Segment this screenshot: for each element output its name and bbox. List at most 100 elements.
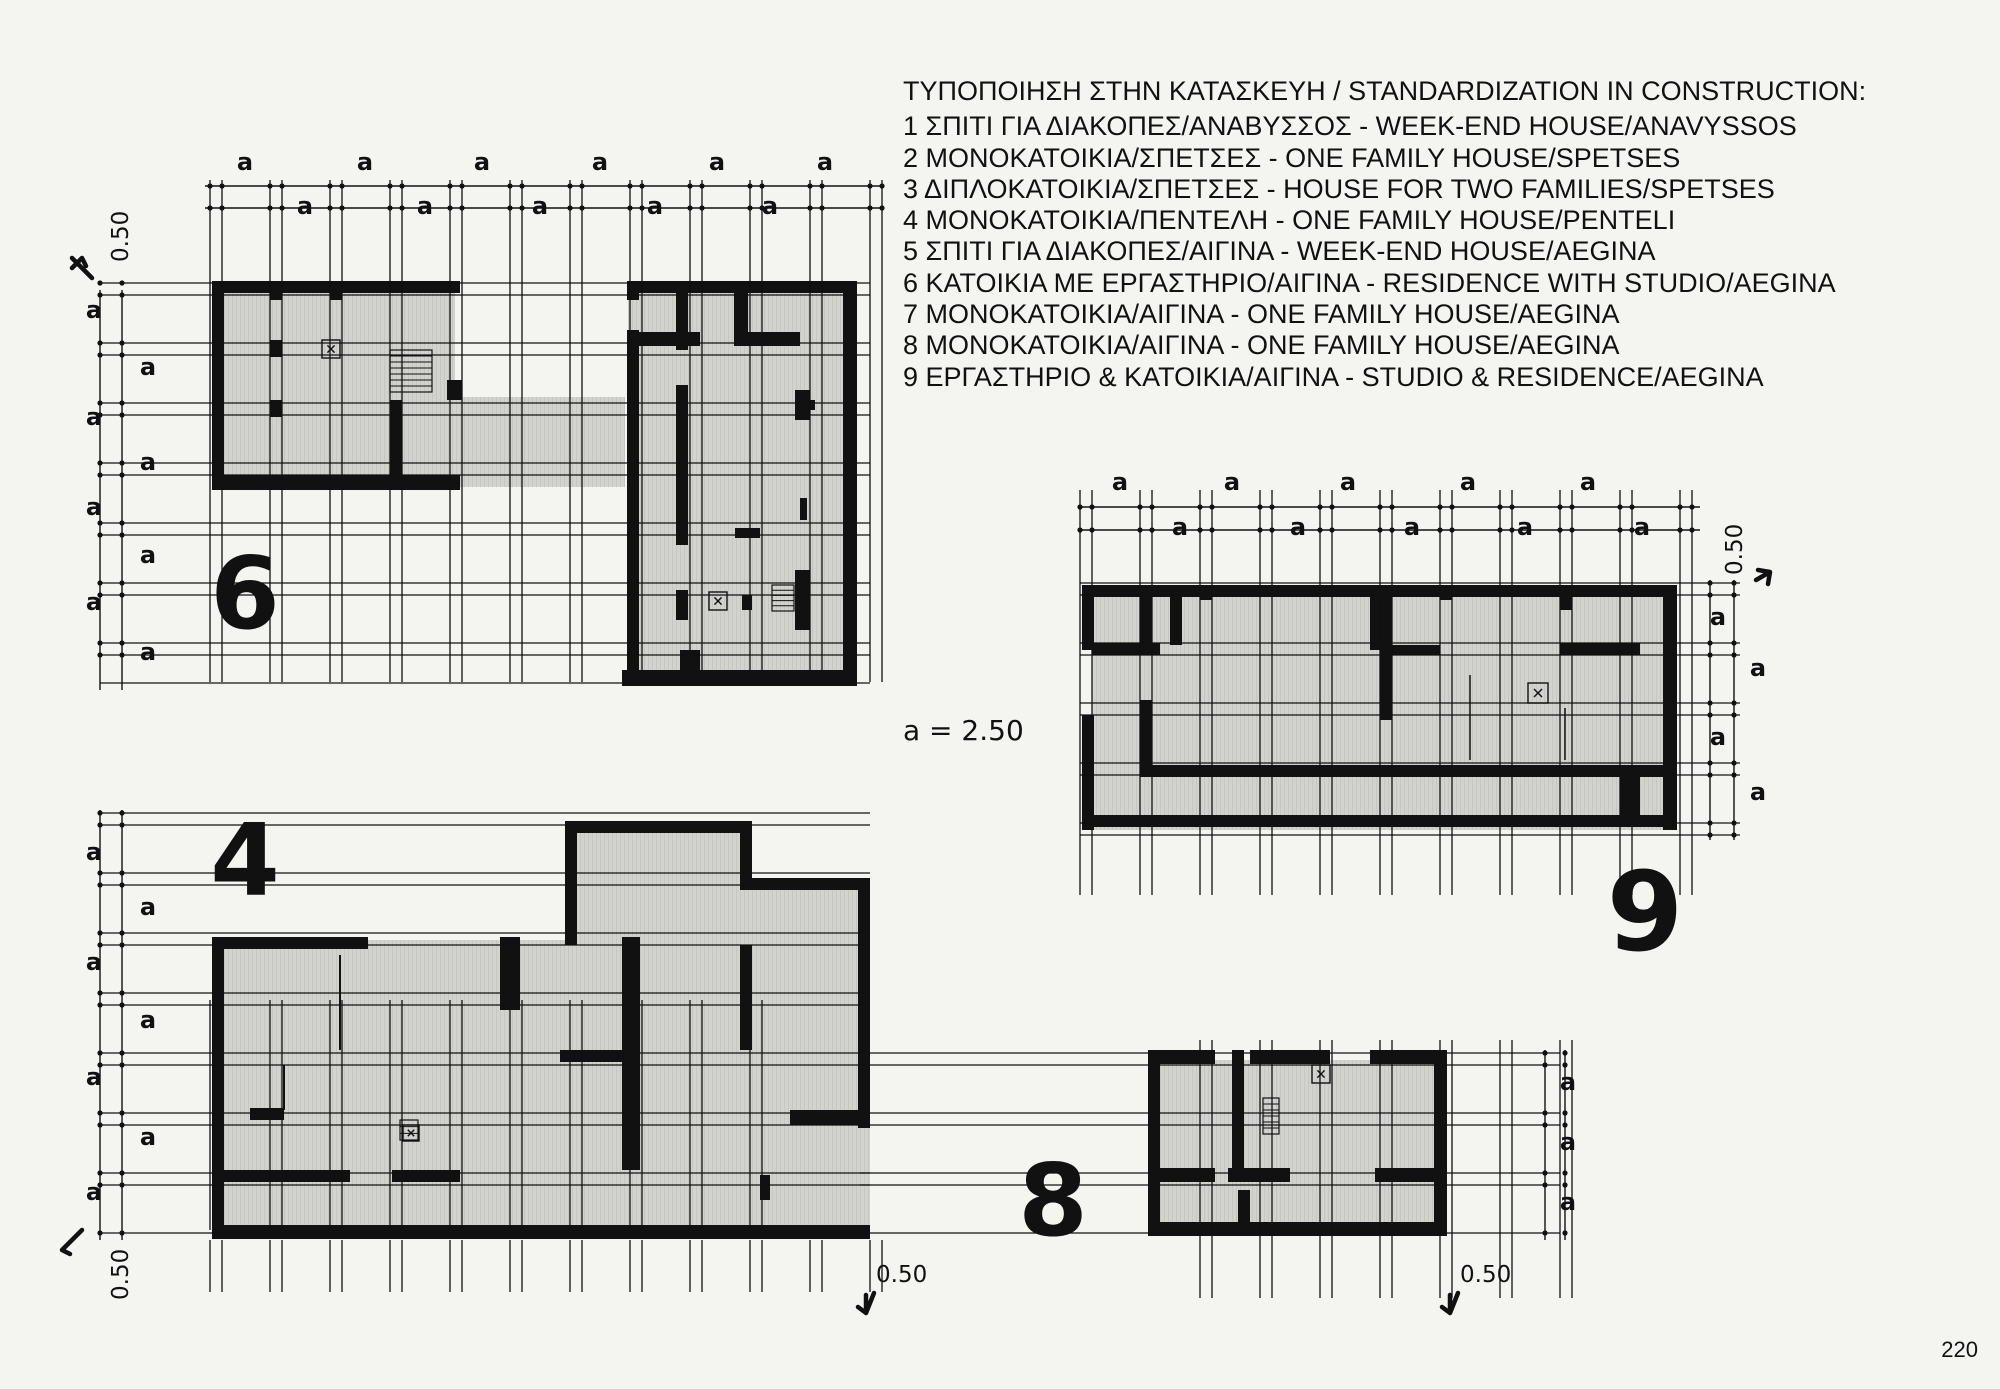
dimension-tick	[119, 1230, 125, 1236]
wall	[1148, 1050, 1160, 1235]
dimension-tick	[579, 205, 585, 211]
dimension-tick	[119, 1122, 125, 1128]
dimension-tick	[747, 183, 753, 189]
dimension-tick	[327, 183, 333, 189]
dimension-tick	[1562, 1062, 1568, 1068]
plan-details	[283, 339, 1566, 1142]
legend-item-8: 8 ΜΟΝΟΚΑΤΟΙΚΙΑ/ΑΙΓΙΝΑ - ONE FAMILY HOUSE…	[903, 330, 1620, 361]
wall	[740, 878, 870, 890]
dimension-tick	[1542, 1122, 1548, 1128]
floor-upper-right	[750, 880, 870, 945]
wall	[770, 675, 800, 686]
dimension-tick	[119, 1062, 125, 1068]
dimension-tick	[1542, 1110, 1548, 1116]
dimension-tick	[819, 205, 825, 211]
dimension-tick	[1707, 592, 1713, 598]
dimension-tick	[119, 810, 125, 816]
wall	[1375, 1168, 1445, 1182]
dimension-tick	[1629, 527, 1635, 533]
module-label: a	[86, 1178, 102, 1206]
legend-item-9: 9 ΕΡΓΑΣΤΗΡΙΟ & ΚΑΤΟΙΚΙΑ/ΑΙΓΙΝΑ - STUDIO …	[903, 361, 1764, 392]
dimension-tick	[567, 205, 573, 211]
dimension-tick	[267, 205, 273, 211]
wall	[212, 937, 350, 949]
module-label: a	[1560, 1128, 1576, 1156]
module-label: a	[1517, 513, 1533, 541]
module-label: a	[1112, 468, 1128, 496]
dimension-tick	[119, 472, 125, 478]
wall	[1620, 770, 1640, 825]
dimension-tick	[339, 183, 345, 189]
dimension-tick	[1707, 760, 1713, 766]
dimension-tick	[879, 205, 885, 211]
dimension-tick	[1542, 1050, 1548, 1056]
module-label: a	[647, 192, 663, 220]
dimension-tick	[97, 1050, 103, 1056]
wall	[390, 400, 402, 490]
wall	[447, 380, 462, 400]
dimension-tick	[1617, 527, 1623, 533]
wall	[1082, 585, 1094, 650]
wall	[734, 332, 800, 346]
dimension-tick	[699, 205, 705, 211]
dimension-tick	[1137, 504, 1143, 510]
dimension-tick	[399, 183, 405, 189]
dimension-tick	[1317, 527, 1323, 533]
wall	[560, 1050, 640, 1062]
offset-arrow	[59, 1227, 85, 1257]
wall	[760, 1175, 770, 1200]
wall	[1370, 585, 1392, 650]
walls	[212, 281, 1677, 1239]
wall	[734, 281, 748, 346]
module-label: a	[86, 948, 102, 976]
dimension-tick	[1707, 820, 1713, 826]
module-grid	[100, 180, 1740, 1298]
floor-main	[222, 940, 870, 1230]
module-definition: a = 2.50	[903, 714, 1024, 747]
wall	[500, 937, 520, 1010]
shaft-box	[1527, 682, 1549, 704]
dimension-tick	[119, 942, 125, 948]
dimension-tick	[119, 352, 125, 358]
wall	[212, 281, 224, 490]
wall	[1200, 585, 1212, 600]
module-label: a	[762, 192, 778, 220]
dimension-tick	[1149, 504, 1155, 510]
shaft-box	[402, 1124, 420, 1142]
dimension-tick	[119, 292, 125, 298]
dimension-tick	[1257, 527, 1263, 533]
dimension-tick	[1437, 504, 1443, 510]
module-label: a	[86, 493, 102, 521]
dimension-tick	[97, 1230, 103, 1236]
dimension-tick	[1562, 1050, 1568, 1056]
dimension-tick	[867, 205, 873, 211]
dimension-tick	[97, 1170, 103, 1176]
dimension-tick	[1329, 527, 1335, 533]
module-label: a	[1172, 513, 1188, 541]
legend-item-3: 3 ΔΙΠΛΟΚΑΤΟΙΚΙΑ/ΣΠΕΤΣΕΣ - HOUSE FOR TWO …	[903, 173, 1775, 204]
legend-item-6: 6 ΚΑΤΟΙΚΙΑ ΜΕ ΕΡΓΑΣΤΗΡΙΟ/ΑΙΓΙΝΑ - RESIDE…	[903, 267, 1836, 298]
module-label: a	[1750, 654, 1766, 682]
dimension-tick	[459, 183, 465, 189]
module-label: a	[1404, 513, 1420, 541]
shaft-mark	[326, 344, 336, 354]
dimension-tick	[1562, 1110, 1568, 1116]
dimension-tick	[97, 292, 103, 298]
dimension-tick	[119, 1170, 125, 1176]
wall	[740, 945, 752, 1050]
wall	[735, 528, 760, 538]
dimension-tick	[1562, 1230, 1568, 1236]
dimension-tick	[119, 640, 125, 646]
dimension-tick	[1542, 1170, 1548, 1176]
dimension-lines	[59, 183, 1773, 1316]
wall	[1140, 585, 1152, 655]
dimension-tick	[97, 280, 103, 286]
wall	[212, 1170, 350, 1182]
dimension-tick	[97, 352, 103, 358]
wall	[843, 281, 857, 686]
dimension-tick	[97, 580, 103, 586]
dimension-tick	[639, 183, 645, 189]
offset-arrow	[1439, 1290, 1461, 1316]
